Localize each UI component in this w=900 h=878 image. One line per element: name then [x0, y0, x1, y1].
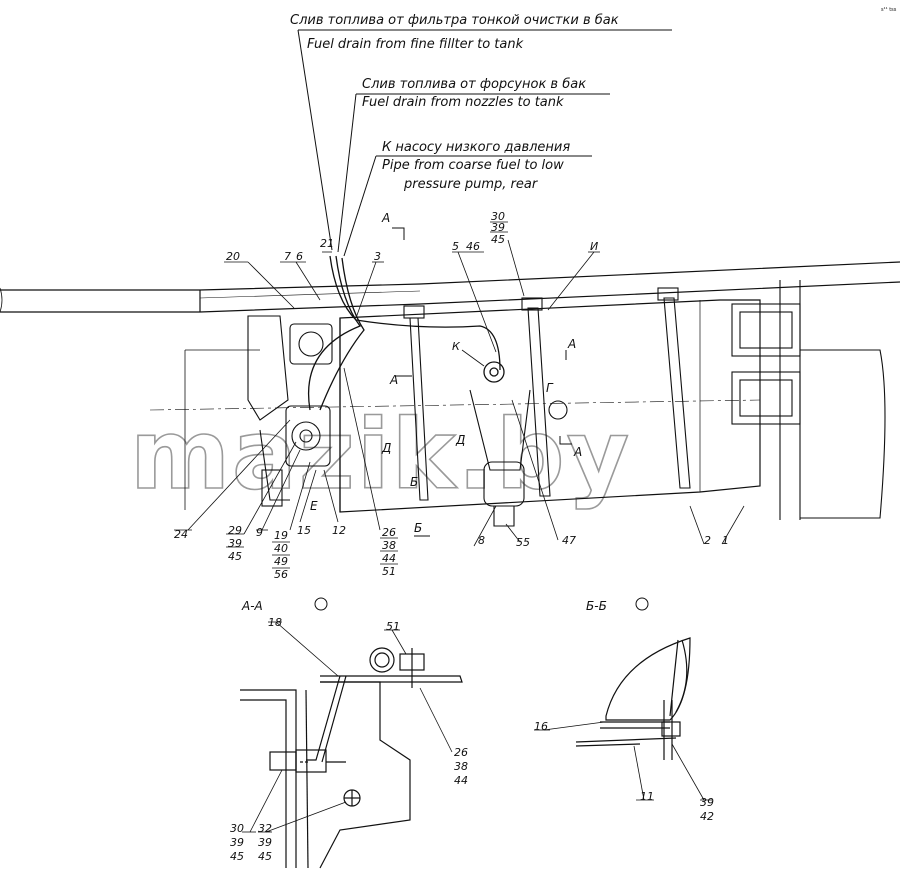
battery-brackets — [731, 280, 886, 520]
view-mark-b-bottom: Б — [414, 521, 422, 535]
watermark: mazik.by — [130, 399, 631, 511]
callout-46: 46 — [466, 240, 480, 253]
annotation-low-pump-ru: К насосу низкого давления — [382, 140, 570, 155]
callout-3: 3 — [374, 250, 381, 263]
annotation-low-pump: К насосу низкого давления Pipe from coar… — [343, 140, 592, 257]
view-mark-a-right2: А — [573, 445, 582, 459]
section-bb-callout-11: 11 — [640, 790, 654, 803]
callout-6: 6 — [296, 250, 303, 263]
annotation-fine-filter-en: Fuel drain from fine fillter to tank — [307, 37, 524, 52]
annotation-nozzles-ru: Слив топлива от форсунок в бак — [362, 77, 586, 92]
annotation-nozzles-en: Fuel drain from nozzles to tank — [362, 95, 564, 110]
section-aa-title: А-А — [241, 599, 263, 613]
section-bb-scale-mark — [635, 597, 649, 611]
callout-38: 38 — [382, 539, 396, 552]
callout-45: 45 — [491, 233, 505, 246]
callout-47: 47 — [562, 534, 576, 547]
annotation-fine-filter-ru: Слив топлива от фильтра тонкой очистки в… — [290, 13, 619, 28]
callout-21: 21 — [320, 237, 334, 250]
section-aa: А-А 18 51 — [230, 597, 468, 869]
frame-rail — [0, 261, 900, 313]
section-bb-callout-16: 16 — [534, 720, 548, 733]
view-mark-e: Е — [310, 499, 318, 513]
callout-9: 9 — [256, 526, 263, 539]
callout-51: 51 — [382, 565, 396, 578]
callout-29: 29 — [228, 524, 242, 537]
corner-mark: s¹¹ tss — [881, 7, 897, 13]
callout-24: 24 — [174, 528, 188, 541]
callout-39b: 39 — [228, 537, 242, 550]
annotation-low-pump-en-2: pressure pump, rear — [403, 177, 539, 192]
section-bb-title: Б-Б — [586, 599, 607, 613]
tank-sender-unit — [469, 389, 568, 527]
view-mark-a-left: А — [389, 373, 398, 387]
callout-26: 26 — [382, 526, 396, 539]
callout-7: 7 — [284, 250, 291, 263]
section-aa-callout-30: 30 — [230, 822, 244, 835]
coarse-filter-assembly — [247, 315, 333, 507]
callout-k: К — [452, 340, 461, 353]
callout-12: 12 — [332, 524, 346, 537]
callout-15: 15 — [297, 524, 311, 537]
section-aa-callout-39b: 39 — [258, 836, 272, 849]
callout-40: 40 — [274, 542, 288, 555]
callout-39: 39 — [491, 221, 505, 234]
main-view-callout-labels: 20 7 6 21 3 5 46 30 39 45 И К 24 29 39 4… — [174, 210, 729, 581]
view-marker-labels: А А А А Б Б Д Д Е Г — [310, 211, 582, 535]
callout-56: 56 — [274, 568, 288, 581]
view-markers — [392, 227, 572, 537]
view-mark-d2: Д — [455, 433, 465, 447]
view-mark-d1: Д — [381, 441, 391, 455]
fuel-pipes — [308, 255, 505, 411]
callout-8: 8 — [478, 534, 485, 547]
view-mark-b-mid: Б — [410, 475, 418, 489]
annotation-low-pump-en-1: Pipe from coarse fuel to low — [382, 158, 564, 173]
callout-55: 55 — [516, 536, 530, 549]
section-aa-callout-51: 51 — [386, 620, 400, 633]
section-aa-callout-32: 32 — [258, 822, 272, 835]
callout-1: 1 — [722, 534, 729, 547]
annotation-nozzles: Слив топлива от форсунок в бак Fuel drai… — [337, 77, 610, 253]
callout-30: 30 — [491, 210, 505, 223]
section-aa-callout-44: 44 — [454, 774, 468, 787]
callout-i: И — [590, 240, 598, 253]
annotation-fine-filter: Слив топлива от фильтра тонкой очистки в… — [290, 13, 672, 251]
section-aa-scale-mark — [314, 597, 328, 611]
section-aa-callout-45: 45 — [230, 850, 244, 863]
view-mark-a-top: А — [381, 211, 390, 225]
callout-2: 2 — [704, 534, 711, 547]
view-mark-g: Г — [546, 381, 554, 395]
section-bb-callout-39: 39 — [700, 796, 714, 809]
callout-20: 20 — [226, 250, 240, 263]
callout-44: 44 — [382, 552, 396, 565]
callout-45b: 45 — [228, 550, 242, 563]
tank-straps — [403, 287, 691, 501]
callout-19: 19 — [274, 529, 288, 542]
callout-49: 49 — [274, 555, 288, 568]
section-aa-callout-45b: 45 — [258, 850, 272, 863]
main-view-callouts — [174, 221, 745, 569]
section-bb: Б-Б 16 11 39 42 — [534, 597, 714, 823]
view-mark-a-right: А — [567, 337, 576, 351]
section-aa-callout-38: 38 — [454, 760, 468, 773]
section-bb-callout-42: 42 — [700, 810, 714, 823]
section-aa-callout-39: 39 — [230, 836, 244, 849]
callout-5: 5 — [452, 240, 459, 253]
section-aa-callout-18: 18 — [268, 616, 282, 629]
section-aa-callout-26: 26 — [454, 746, 468, 759]
